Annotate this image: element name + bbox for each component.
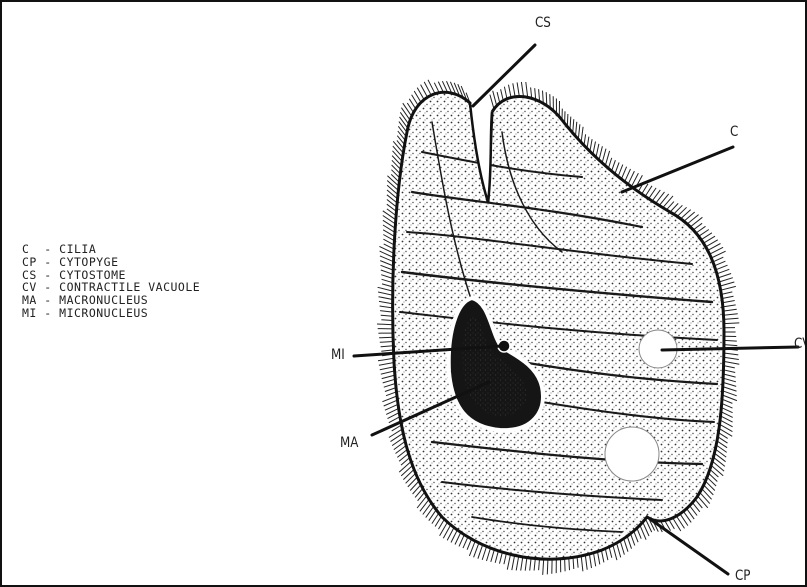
leader-line-cp xyxy=(650,519,728,574)
label-contractile-vacuole: CV xyxy=(794,336,807,352)
contractile-vacuole-2 xyxy=(605,427,659,481)
label-macronucleus: MA xyxy=(340,435,358,451)
cell-body xyxy=(393,92,724,559)
label-cytostome: CS xyxy=(535,15,551,31)
label-cilia: C xyxy=(730,124,738,140)
label-micronucleus: MI xyxy=(331,347,345,363)
label-cytopyge: CP xyxy=(735,568,750,584)
leader-line-c xyxy=(622,147,733,192)
